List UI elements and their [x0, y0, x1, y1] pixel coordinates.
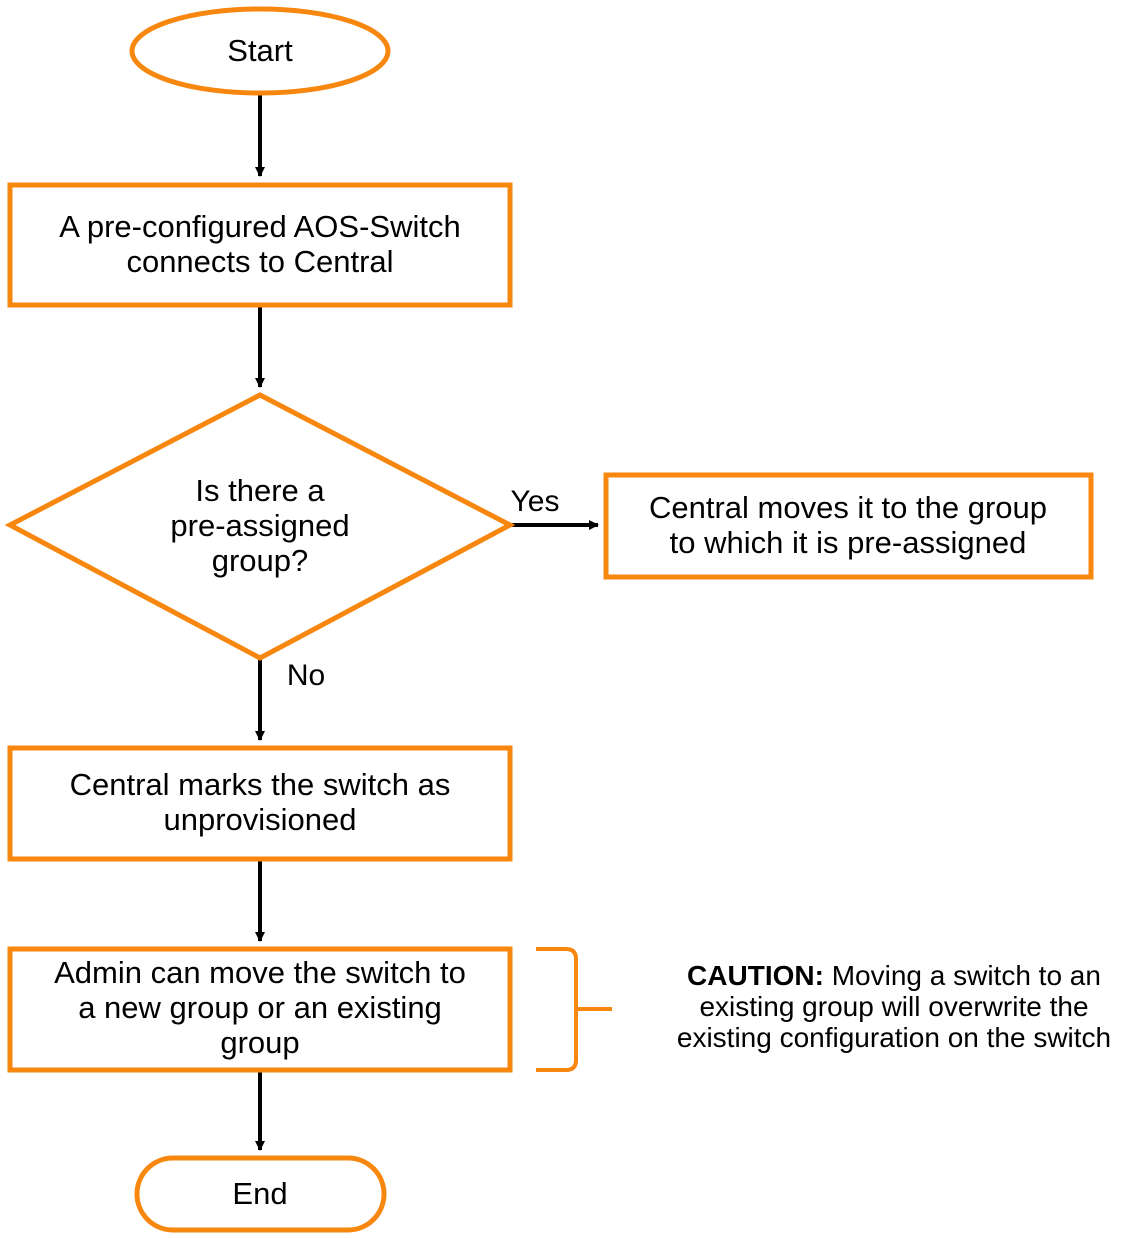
caution-line3: existing configuration on the switch: [677, 1022, 1111, 1053]
yes-label: Yes: [511, 485, 560, 518]
end-label: End: [232, 1176, 287, 1211]
connect-label-line1: A pre-configured AOS-Switch: [59, 209, 460, 244]
move-preassigned-node: Central moves it to the group to which i…: [603, 472, 1094, 580]
decision-node: Is there a pre-assigned group?: [4, 392, 516, 661]
start-shape: [129, 6, 391, 96]
decision-shape: [4, 392, 516, 661]
no-label: No: [287, 659, 325, 692]
admin-move-label-line1: Admin can move the switch to: [54, 955, 466, 990]
connect-node: A pre-configured AOS-Switch connects to …: [7, 182, 513, 308]
end-node: End: [134, 1155, 387, 1233]
start-node: Start: [129, 6, 391, 96]
move-preassigned-label-line2: to which it is pre-assigned: [670, 525, 1027, 560]
admin-move-node: Admin can move the switch to a new group…: [7, 946, 513, 1073]
admin-move-label-line3: group: [220, 1025, 299, 1060]
admin-move-shape: [7, 946, 513, 1073]
admin-move-label-line2: a new group or an existing: [78, 990, 442, 1025]
decision-label-line3: group?: [212, 543, 309, 578]
unprovisioned-node: Central marks the switch as unprovisione…: [7, 745, 513, 862]
caution-line1: CAUTION: Moving a switch to an: [687, 960, 1101, 991]
decision-label-line1: Is there a: [195, 473, 325, 508]
caution-title: CAUTION:: [687, 960, 824, 991]
start-label: Start: [227, 33, 293, 68]
decision-label-line2: pre-assigned: [170, 508, 349, 543]
unprovisioned-label-line1: Central marks the switch as: [70, 767, 451, 802]
caution-note: CAUTION: Moving a switch to an existing …: [677, 960, 1111, 1053]
move-preassigned-label-line1: Central moves it to the group: [649, 490, 1047, 525]
connect-label-line2: connects to Central: [126, 244, 393, 279]
move-preassigned-shape: [603, 472, 1094, 580]
caution-line1-rest: Moving a switch to an: [824, 960, 1101, 991]
unprovisioned-label-line2: unprovisioned: [163, 802, 356, 837]
unprovisioned-shape: [7, 745, 513, 862]
connectors: [255, 94, 599, 1151]
connect-shape: [7, 182, 513, 308]
caution-bracket: [536, 947, 612, 1072]
caution-line2: existing group will overwrite the: [699, 991, 1088, 1022]
end-shape: [134, 1155, 387, 1233]
